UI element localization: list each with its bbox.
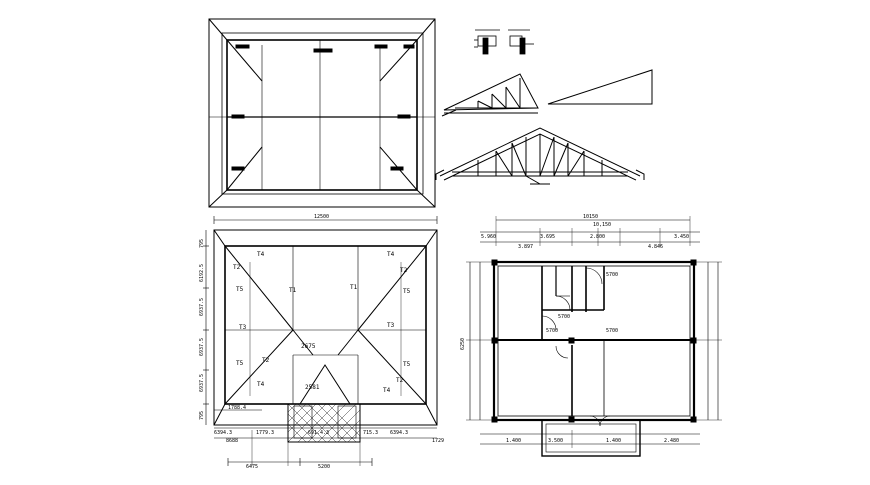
bottom-dim-label: 8688 [226, 438, 238, 444]
roof-slope-triangle [547, 69, 653, 105]
side-dim-label: 6192.5 [199, 264, 205, 282]
bottom-dim-label: 1.400 [506, 438, 521, 444]
roof-framing-labels: 12500 2675 2581 1788.4 T2 T4 T5 T3 T5 T2… [199, 214, 444, 470]
bottom-dim-label: 691.4.3 [308, 430, 329, 436]
bottom-dim-label: 6394.3 [390, 430, 408, 436]
truss-label: T4 [387, 251, 395, 258]
side-dim-label: 6937.5 [199, 338, 205, 356]
top-dim-label: 4.846 [648, 244, 663, 250]
bottom-dim-label: 3.500 [548, 438, 563, 444]
floor-plan-overall-dim: 10150 [583, 214, 598, 220]
side-dim-label: 795 [199, 239, 205, 248]
side-dim-label: 6937.5 [199, 298, 205, 316]
top-dim-label: 3.695 [540, 234, 555, 240]
floor-plan-left-dim: 6250 [460, 338, 466, 350]
roof-plan-overall-dim: 12500 [314, 214, 329, 220]
truss-label: T5 [236, 286, 244, 293]
top-dim-label: 2.800 [590, 234, 605, 240]
roof-outline-plan [208, 18, 436, 208]
top-dim-label: 3.897 [518, 244, 533, 250]
truss-label: T2 [400, 267, 408, 274]
truss-label: T2 [262, 357, 270, 364]
truss-label: T4 [257, 251, 265, 258]
room-tag: 5700 [558, 314, 570, 320]
bottom-dim-label: 6394.3 [214, 430, 232, 436]
floor-plan-sub-dim: 10,150 [593, 222, 611, 228]
roof-plan-bottom-left-dim: 1788.4 [228, 405, 246, 411]
truss-label: T2 [233, 264, 241, 271]
bottom-total-dim: 6475 [246, 464, 258, 470]
roof-plan-low-label: 2581 [305, 384, 320, 391]
top-dim-label: 3.450 [674, 234, 689, 240]
side-dim-label: 795 [199, 411, 205, 420]
roof-plan-center-label: 2675 [301, 343, 316, 350]
truss-label: T2 [396, 377, 404, 384]
bottom-dim-label: 1.400 [606, 438, 621, 444]
truss-label: T5 [403, 361, 411, 368]
large-truss-elevation [435, 127, 645, 185]
bottom-dim-label: 2.480 [664, 438, 679, 444]
side-dim-label: 6937.5 [199, 374, 205, 392]
truss-label: T1 [350, 284, 358, 291]
top-dim-label: 5.960 [481, 234, 496, 240]
truss-label: T5 [236, 360, 244, 367]
room-tag: 5700 [606, 272, 618, 278]
bottom-dim-label: 715.3 [363, 430, 378, 436]
room-tag: 5700 [606, 328, 618, 334]
floor-plan [466, 216, 722, 457]
room-tag: 5700 [546, 328, 558, 334]
small-truss-elevation [441, 73, 539, 117]
truss-label: T1 [289, 287, 297, 294]
truss-label: T5 [403, 288, 411, 295]
bottom-dim-label: 1779.3 [256, 430, 274, 436]
truss-label: T3 [387, 322, 395, 329]
truss-label: T4 [383, 387, 391, 394]
truss-label: T3 [239, 324, 247, 331]
roof-framing-plan [203, 216, 438, 466]
floor-plan-labels: 10150 10,150 5.960 3.695 3.897 2.800 4.8… [460, 214, 689, 444]
truss-label: T4 [257, 381, 265, 388]
bottom-dim-label: 1729 [432, 438, 444, 444]
truss-connection-details [474, 29, 534, 55]
bottom-total-dim: 5200 [318, 464, 330, 470]
